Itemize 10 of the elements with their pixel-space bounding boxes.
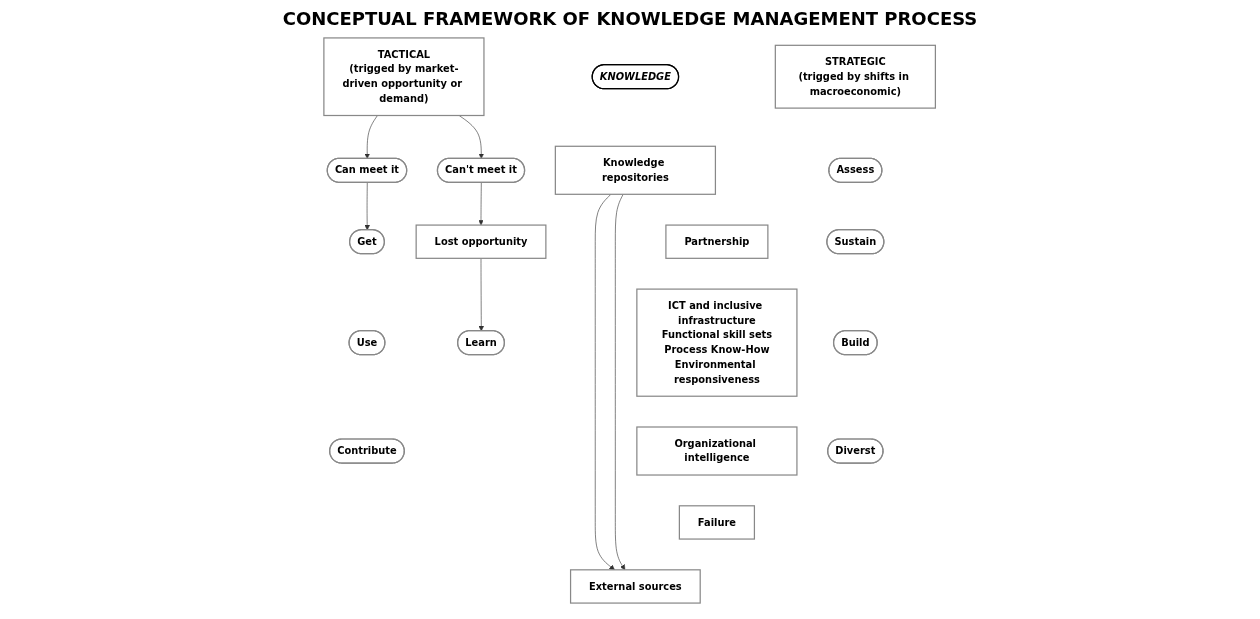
node-box: Organizational intelligence — [636, 426, 798, 476]
node-box: Partnership — [665, 224, 769, 259]
diagram-title: CONCEPTUAL FRAMEWORK OF KNOWLEDGE MANAGEMENT PROCESS — [281, 8, 979, 29]
node-box: STRATEGIC (trigged by shifts in macroeconomic) — [775, 44, 937, 109]
node-box: Lost opportunity — [415, 224, 547, 259]
node-box: Failure — [679, 505, 756, 540]
node-box: External sources — [570, 569, 702, 604]
node-box: TACTICAL (trigged by market-driven opportunity or demand) — [323, 37, 485, 117]
node-box: Knowledge repositories — [555, 145, 717, 195]
node-box: ICT and inclusive infrastructure Functional skill sets Process Know-How Environmental responsiveness — [636, 288, 798, 397]
